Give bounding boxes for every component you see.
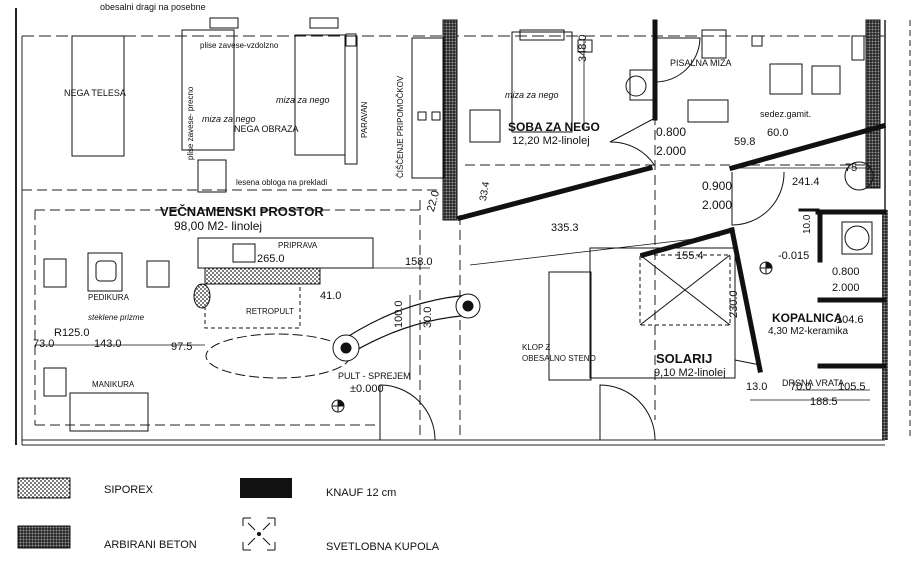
dim-75: 75 xyxy=(845,162,858,174)
beton-wall-left xyxy=(442,19,458,221)
siporex-wall xyxy=(204,267,321,285)
dim-975: 97.5 xyxy=(171,341,193,353)
legend-beton-label: ARBIRANI BETON xyxy=(104,539,197,551)
room-soba-area: 12,20 M2-linolej xyxy=(512,135,590,147)
dim-2000-c: 2.000 xyxy=(832,282,860,294)
label-nega-telesa: NEGA TELESA xyxy=(64,88,126,98)
dim-2000-a: 2.000 xyxy=(656,144,687,158)
label-sedez: sedez.gamit. xyxy=(760,109,812,119)
dim-348: 348.0 xyxy=(577,34,589,62)
beton-wall-right xyxy=(865,19,881,189)
dim-2300: 230.0 xyxy=(728,290,740,318)
label-steklene-prizme: steklene prizme xyxy=(88,313,145,322)
furniture xyxy=(43,17,874,432)
dim-598: 59.8 xyxy=(734,136,756,148)
dim-1000: 100.0 xyxy=(393,300,405,328)
knauf-walls xyxy=(456,19,887,373)
legend-siporex-swatch xyxy=(17,477,71,499)
legend-knauf-label: KNAUF 12 cm xyxy=(326,487,397,499)
dim-r125: R125.0 xyxy=(54,327,90,339)
beton-post xyxy=(882,210,888,440)
dim-600: 60.0 xyxy=(767,127,789,139)
level-markers xyxy=(331,261,773,413)
dim-0800-a: 0.800 xyxy=(656,125,687,139)
label-drsna-vrata: DRSNA VRATA xyxy=(782,378,845,388)
dim-130: 13.0 xyxy=(746,381,768,393)
room-solarij-name: SOLARIJ xyxy=(656,351,713,366)
label-nega-obraza: NEGA OBRAZA xyxy=(234,124,299,134)
doors xyxy=(379,37,785,441)
dim-m0015: -0.015 xyxy=(778,250,810,262)
dim-1885: 188.5 xyxy=(810,396,838,408)
label-pisalna-miza: PISALNA MIZA xyxy=(670,58,732,68)
top-note: obesalni dragi na posebne xyxy=(100,2,206,12)
dim-730: 73.0 xyxy=(33,338,55,350)
room-vecnamenski-area: 98,00 M2- linolej xyxy=(174,219,263,233)
label-plise-precno: plise zavese- precno xyxy=(186,86,195,160)
label-pedikura: PEDIKURA xyxy=(88,293,129,302)
label-priprava: PRIPRAVA xyxy=(278,241,318,250)
label-miza-2: miza za nego xyxy=(276,95,330,105)
label-pult-sprejem: PULT - SPREJEM xyxy=(338,371,411,381)
legend-beton-swatch xyxy=(17,525,71,549)
label-paravan: PARAVAN xyxy=(360,101,369,138)
legend-siporex-label: SIPOREX xyxy=(104,484,153,496)
room-kopalnica-name: KOPALNICA xyxy=(772,311,843,325)
room-solarij-area: 9,10 M2-linolej xyxy=(654,367,726,379)
dim-1554: 155.4 xyxy=(676,250,704,262)
legend-kupola-label: SVETLOBNA KUPOLA xyxy=(326,541,440,553)
label-manikura: MANIKURA xyxy=(92,380,135,389)
dim-1046: 104.6 xyxy=(836,314,864,326)
dim-300: 30.0 xyxy=(422,306,434,328)
dim-700: 70.0 xyxy=(790,381,812,393)
room-soba-name: SOBA ZA NEGO xyxy=(508,120,600,134)
dimension-lines xyxy=(35,40,870,401)
dim-2414: 241.4 xyxy=(792,176,820,188)
dim-410: 41.0 xyxy=(320,290,342,302)
label-miza-1: miza za nego xyxy=(202,114,256,124)
label-retropult: RETROPULT xyxy=(246,307,294,316)
label-ciscenje: ČIŠČENJE PRIPOMOČKOV xyxy=(396,75,405,178)
label-level: ±0.000 xyxy=(350,383,384,395)
label-miza-3: miza za nego xyxy=(505,90,559,100)
legend-kupola-icon xyxy=(242,517,276,551)
legend-knauf-swatch xyxy=(240,478,292,498)
dim-100: 10.0 xyxy=(802,214,813,234)
dim-2650: 265.0 xyxy=(257,253,285,265)
dim-1430: 143.0 xyxy=(94,338,122,350)
label-obesalno: OBESALNO STENO xyxy=(522,354,596,363)
dim-2000-b: 2.000 xyxy=(702,198,733,212)
dim-0800-b: 0.800 xyxy=(832,266,860,278)
dim-1055: 105.5 xyxy=(838,381,866,393)
outer-boundary xyxy=(15,8,911,446)
dim-1580: 158.0 xyxy=(405,256,433,268)
reception-curves xyxy=(205,293,481,379)
room-vecnamenski-name: VEČNAMENSKI PROSTOR xyxy=(160,204,324,219)
label-klop: KLOP Z xyxy=(522,343,551,352)
dim-3353: 335.3 xyxy=(551,222,579,234)
label-plise-vodoravno: plise zavese-vzdolzno xyxy=(200,41,279,50)
room-kopalnica-area: 4,30 M2-keramika xyxy=(768,326,849,337)
dim-0900: 0.900 xyxy=(702,179,733,193)
label-lesena-obloga: lesena obloga na prekladi xyxy=(236,178,328,187)
